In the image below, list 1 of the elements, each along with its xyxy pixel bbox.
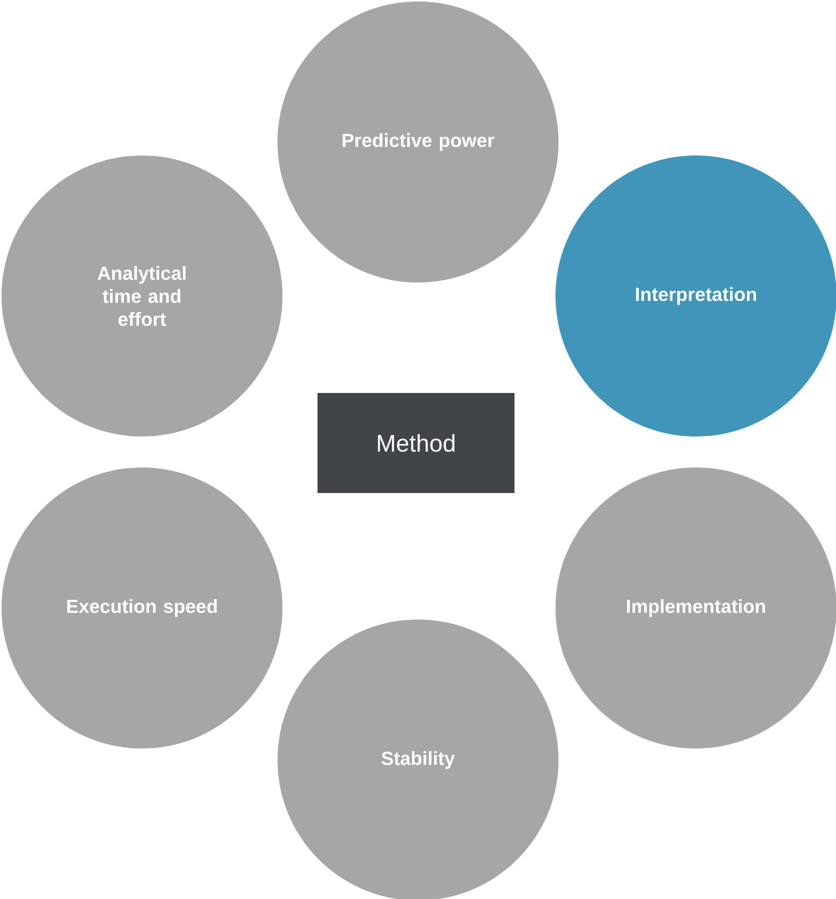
center-box: Method (318, 393, 514, 493)
